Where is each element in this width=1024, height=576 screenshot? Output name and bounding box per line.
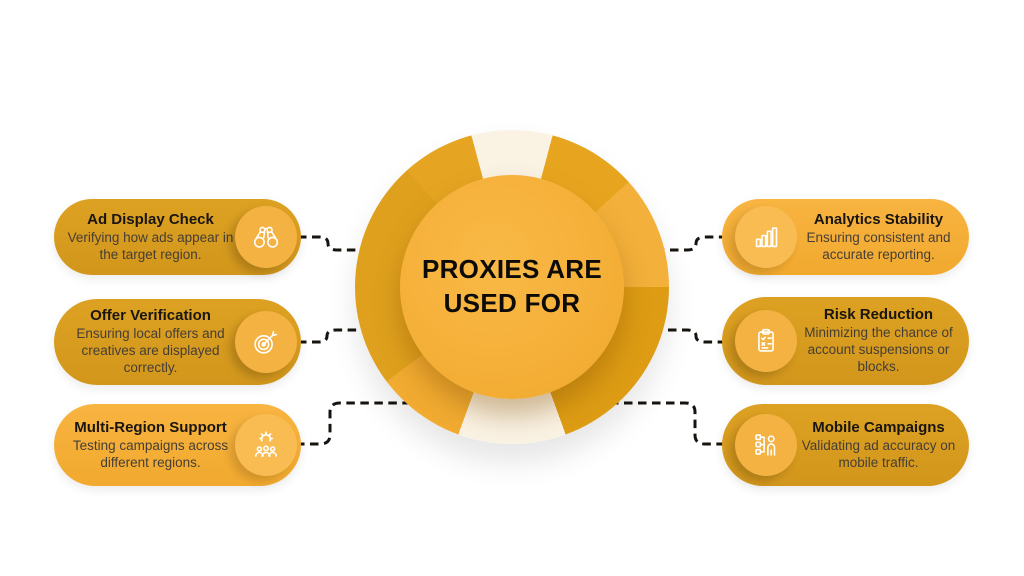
bar-chart-icon — [735, 206, 797, 268]
connector-middle-right — [654, 328, 726, 344]
binoculars-icon — [235, 206, 297, 268]
card-description: Verifying how ads appear in the target r… — [67, 229, 234, 262]
connector-top-right — [656, 235, 726, 252]
card-risk-reduction: Risk Reduction Minimizing the chance of … — [722, 297, 969, 385]
org-person-icon — [735, 414, 797, 476]
card-analytics-stability: Analytics Stability Ensuring consistent … — [722, 199, 969, 275]
center-circle: PROXIES ARE USED FOR — [400, 175, 624, 399]
connector-bottom-left — [296, 401, 414, 446]
connector-bottom-right — [610, 401, 728, 446]
card-title: Analytics Stability — [813, 210, 944, 228]
card-description: Ensuring consistent and accurate reporti… — [806, 229, 951, 262]
card-ad-display-check: Ad Display Check Verifying how ads appea… — [54, 199, 301, 275]
center-ring: PROXIES ARE USED FOR — [355, 130, 669, 444]
page-title-line1: PROXIES ARE — [421, 254, 603, 285]
card-title: Ad Display Check — [87, 210, 214, 228]
card-description: Testing campaigns across different regio… — [72, 437, 229, 470]
card-description: Validating ad accuracy on mobile traffic… — [801, 437, 956, 470]
connector-top-left — [298, 235, 368, 252]
card-mobile-campaigns: Mobile Campaigns Validating ad accuracy … — [722, 404, 969, 486]
target-arrow-icon — [235, 311, 297, 373]
connector-middle-left — [298, 328, 370, 344]
card-title: Mobile Campaigns — [812, 418, 945, 436]
page-title-line2: USED FOR — [443, 288, 581, 318]
card-title: Multi-Region Support — [74, 418, 227, 436]
page-title: PROXIES ARE USED FOR — [422, 253, 602, 321]
clipboard-checklist-icon — [735, 310, 797, 372]
card-multi-region-support: Multi-Region Support Testing campaigns a… — [54, 404, 301, 486]
card-description: Minimizing the chance of account suspens… — [804, 325, 953, 374]
card-title: Risk Reduction — [823, 306, 934, 324]
card-offer-verification: Offer Verification Ensuring local offers… — [54, 299, 301, 385]
card-description: Ensuring local offers and creatives are … — [76, 326, 225, 375]
card-title: Offer Verification — [90, 307, 211, 325]
gear-team-icon — [235, 414, 297, 476]
